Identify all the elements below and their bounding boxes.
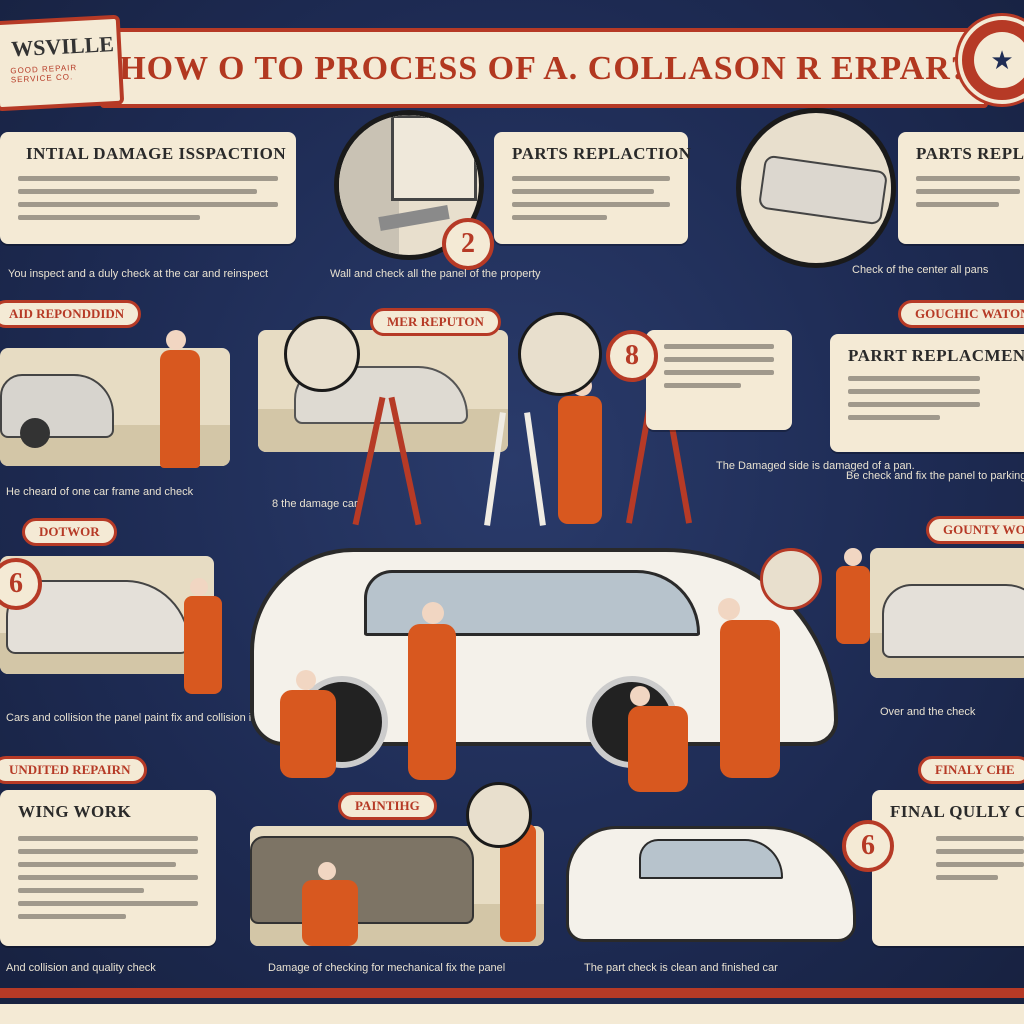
text-lines — [18, 176, 278, 228]
tag-center: MER REPUTON — [370, 308, 501, 336]
tag-right-mid: GOUCHIC WATON — [898, 300, 1024, 328]
footer-band — [0, 1004, 1024, 1024]
text-lines — [512, 176, 670, 228]
card-wing-work: WING WORK — [0, 790, 216, 946]
step-badge: 6 — [0, 558, 42, 610]
caption-parts-right: Check of the center all pans — [852, 264, 989, 276]
caption-part-replacement: Be check and fix the panel to parking — [846, 470, 1024, 482]
text-lines — [916, 176, 1020, 215]
caption-initial: You inspect and a duly check at the car … — [8, 268, 269, 280]
caption-center-right: The Damaged side is damaged of a pan. — [716, 460, 915, 472]
card-center-notes — [646, 330, 792, 430]
caption-bottom-far-right: Over and the check — [880, 706, 976, 718]
caption-center-left: 8 the damage car — [272, 498, 358, 510]
scene-bumper-repair — [870, 548, 1024, 678]
card-title: INTIAL DAMAGE ISSPACTION — [26, 144, 287, 163]
tag-final: FINALY CHE — [918, 756, 1024, 784]
detail-inset — [284, 316, 360, 392]
text-lines — [18, 836, 198, 927]
worker-figure — [400, 602, 460, 782]
title-banner: HOW O TO PROCESS OF A. COLLASON R ERPAR? — [100, 28, 988, 108]
magnifier-icon — [518, 312, 602, 396]
worker-figure — [708, 598, 792, 780]
tag-body-work: DOTWOR — [22, 518, 117, 546]
text-lines — [664, 344, 774, 396]
scene-repair-center — [258, 330, 508, 452]
tag-body-right: GOUNTY WORK — [926, 516, 1024, 544]
tag-bottom-left: UNDITED REPAIRN — [0, 756, 148, 784]
card-initial-inspection: INTIAL DAMAGE ISSPACTION — [0, 132, 296, 244]
logo-text: WSVILLE — [10, 31, 115, 62]
text-lines — [936, 836, 1024, 888]
worker-figure — [624, 686, 694, 796]
card-title: PARRT REPLACMEN — [848, 346, 1024, 365]
tag-demolition: AID REPONDDIDN — [0, 300, 142, 328]
page-title: HOW O TO PROCESS OF A. COLLASON R ERPAR? — [119, 50, 969, 87]
ladder-icon — [484, 412, 548, 526]
card-title: WING WORK — [18, 802, 132, 821]
seal-badge: ★ — [958, 16, 1024, 104]
caption-bottom-left: Cars and collision the panel paint fix a… — [6, 712, 285, 724]
caption-parts: Wall and check all the panel of the prop… — [330, 268, 541, 280]
step-badge: 2 — [442, 218, 494, 270]
step-badge: 8 — [606, 330, 658, 382]
caption-bottom-right: The part check is clean and finished car — [584, 962, 778, 974]
text-lines — [848, 376, 980, 428]
card-title: PARTS REPLAC — [916, 144, 1024, 163]
card-part-replacement: PARRT REPLACMEN — [830, 334, 1024, 452]
spray-gun-icon — [466, 782, 532, 848]
note-inset — [760, 548, 822, 610]
worker-figure — [548, 376, 608, 526]
card-title: FINAL QULLY CHE — [890, 802, 1024, 821]
worker-figure — [830, 548, 880, 644]
card-parts-replac: PARTS REPLAC — [898, 132, 1024, 244]
caption-bottom-center: Damage of checking for mechanical fix th… — [268, 962, 506, 974]
card-final-check: FINAL QULLY CHE — [872, 790, 1024, 946]
footer-stripe — [0, 988, 1024, 998]
caption-far-left: And collision and quality check — [6, 962, 156, 974]
shop-logo: WSVILLE GOOD REPAIR SERVICE CO. — [0, 14, 125, 112]
tag-painting: PAINTIHG — [338, 792, 437, 820]
caption-left-mid: He cheard of one car frame and check — [6, 486, 194, 498]
damaged-car — [566, 826, 856, 942]
worker-figure — [298, 862, 358, 946]
worker-figure — [180, 578, 230, 694]
garage-inset — [334, 110, 484, 260]
bumper-inset — [736, 108, 896, 268]
logo-subtext: GOOD REPAIR SERVICE CO. — [10, 63, 78, 85]
card-parts-replacement: PARTS REPLACTION — [494, 132, 692, 244]
star-icon: ★ — [974, 32, 1024, 88]
worker-figure — [276, 670, 336, 780]
worker-figure — [156, 330, 212, 470]
ladder-icon — [352, 396, 422, 526]
card-title: PARTS REPLACTION — [512, 144, 692, 163]
step-badge: 6 — [842, 820, 894, 872]
